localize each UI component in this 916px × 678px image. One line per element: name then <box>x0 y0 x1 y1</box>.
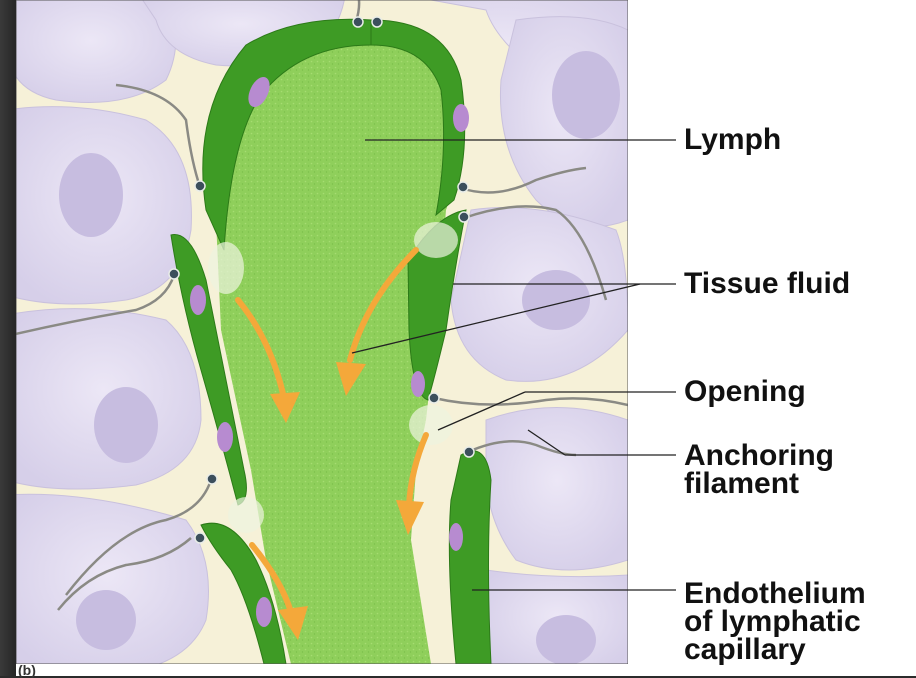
cell-nucleus <box>94 387 158 463</box>
label-lymph: Lymph <box>684 126 781 154</box>
label-tissue-fluid: Tissue fluid <box>684 270 850 298</box>
cell-nucleus <box>552 51 620 139</box>
cell-nucleus <box>522 270 590 330</box>
cell-nucleus <box>536 615 596 664</box>
figure-bottom-strip <box>16 664 628 676</box>
slide-background <box>0 0 16 676</box>
label-opening: Opening <box>684 378 806 406</box>
cell-nucleus <box>76 590 136 650</box>
label-endothelium: Endothelium of lymphatic capillary <box>684 580 866 664</box>
lymphatic-capillary-illustration <box>16 0 628 664</box>
labels-panel <box>628 0 916 676</box>
illustration-svg <box>16 0 628 664</box>
cell-nucleus <box>59 153 123 237</box>
label-anchoring-filament: Anchoring filament <box>684 442 834 498</box>
